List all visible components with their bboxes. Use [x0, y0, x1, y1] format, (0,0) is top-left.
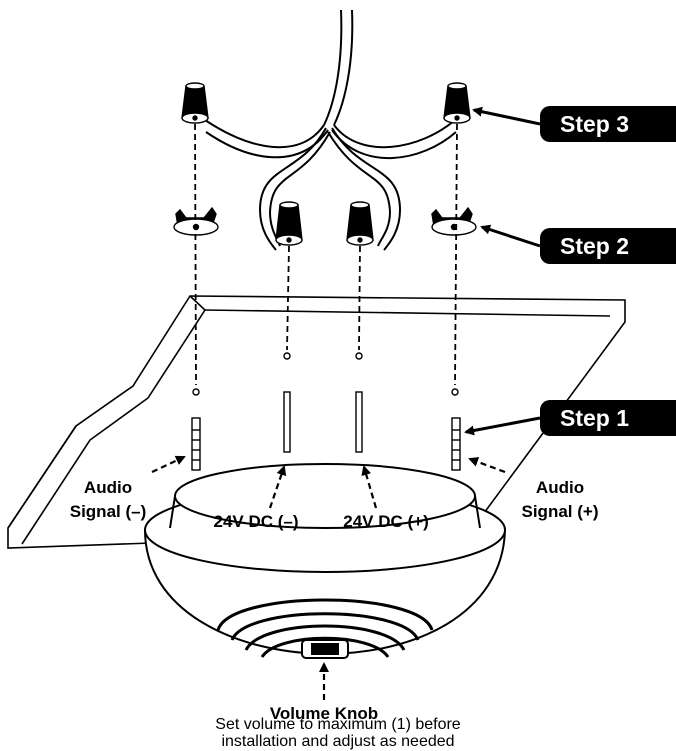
- label-arrows: [151, 455, 506, 700]
- assembly-lines: [194, 123, 458, 386]
- wire-nut-icon: [443, 82, 471, 124]
- ceiling-panel: [7, 295, 626, 549]
- step-1-badge: Step 1: [540, 400, 676, 436]
- instruction-line2: installation and adjust as needed: [221, 733, 455, 750]
- dc-minus-label: 24V DC (–): [213, 512, 299, 531]
- dc-plus-label: 24V DC (+): [343, 512, 429, 531]
- step-3-badge: Step 3: [540, 106, 676, 142]
- wing-nut-icon: [173, 206, 219, 236]
- threaded-post-icon: [191, 417, 201, 471]
- step-arrows: [464, 106, 541, 436]
- audio-plus-line2: Signal (+): [521, 502, 599, 521]
- audio-plus-line1: Audio: [535, 478, 585, 497]
- threaded-post-icon: [283, 391, 363, 453]
- step-2-badge: Step 2: [540, 228, 676, 264]
- instruction-block: Set volume to maximum (1) before install…: [0, 716, 676, 750]
- wire-nut-icon: [346, 201, 374, 246]
- threaded-post-icon: [451, 417, 461, 471]
- washer-dots: [192, 352, 459, 396]
- speaker-icon: [143, 463, 507, 659]
- audio-minus-line2: Signal (–): [69, 502, 147, 521]
- instruction-line1: Set volume to maximum (1) before: [215, 716, 461, 733]
- wire-nut-icon: [181, 82, 209, 124]
- wing-nut-icon: [431, 206, 477, 236]
- audio-signal-plus-label: Audio Signal (+): [510, 476, 610, 524]
- audio-signal-minus-label: Audio Signal (–): [58, 476, 158, 524]
- audio-minus-line1: Audio: [83, 478, 133, 497]
- volume-knob-label: Volume Knob: [269, 704, 379, 723]
- wire-nut-icon: [275, 201, 303, 246]
- wire-bundle: [204, 9, 457, 251]
